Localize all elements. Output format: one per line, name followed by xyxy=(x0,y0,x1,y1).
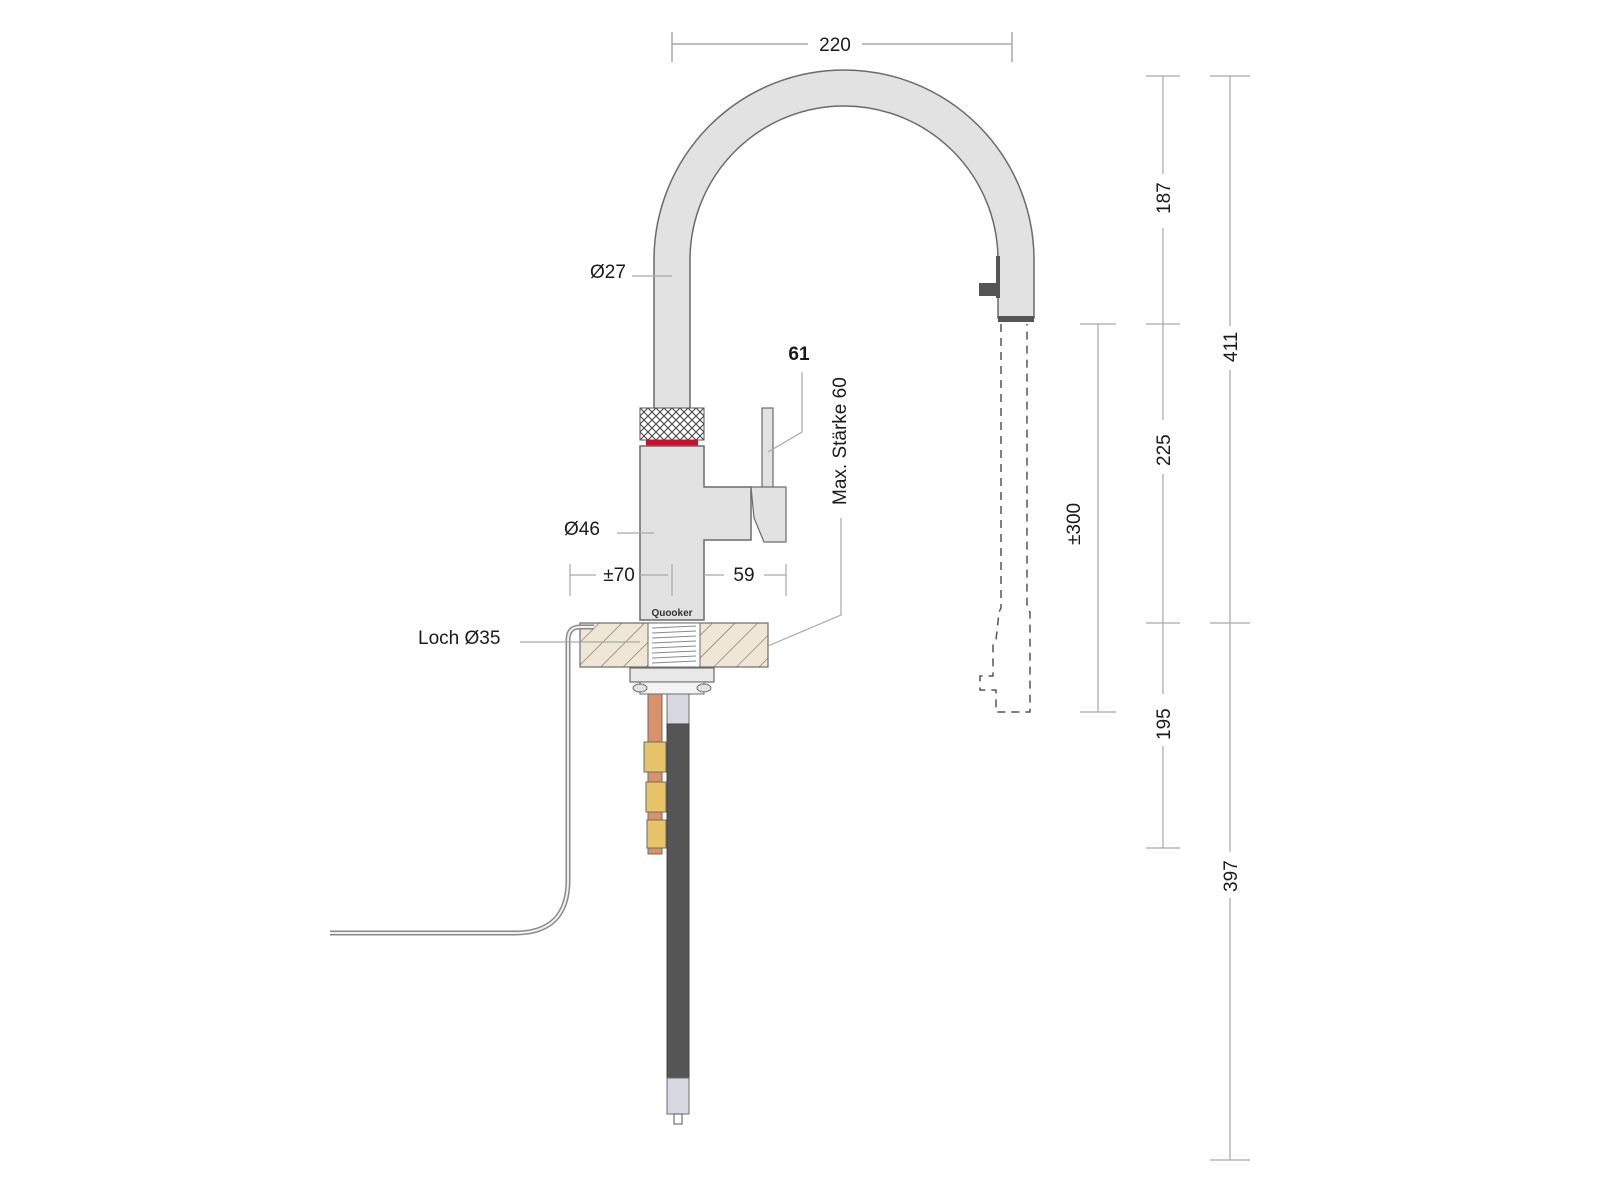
label-body-diameter: Ø46 xyxy=(564,519,654,540)
svg-text:225: 225 xyxy=(1154,434,1175,466)
svg-text:Ø46: Ø46 xyxy=(564,519,600,540)
dimension-spout-reach: 220 xyxy=(671,32,1013,62)
svg-text:Ø27: Ø27 xyxy=(590,262,626,283)
dimension-heights xyxy=(1146,75,1250,1161)
label-spout-diameter: Ø27 xyxy=(590,262,672,283)
svg-text:Loch Ø35: Loch Ø35 xyxy=(418,628,500,649)
svg-text:Max. Stärke 60: Max. Stärke 60 xyxy=(830,377,851,505)
label-max-thickness: Max. Stärke 60 xyxy=(767,377,851,647)
pullout-hose-dashed xyxy=(979,324,1031,713)
tap-body: Quooker xyxy=(639,445,752,621)
spout xyxy=(653,69,1035,413)
svg-text:195: 195 xyxy=(1154,708,1175,740)
flexible-hose xyxy=(666,693,690,1125)
knurled-ring xyxy=(639,407,705,441)
svg-text:59: 59 xyxy=(733,565,754,586)
handle xyxy=(750,407,787,543)
dimension-handle-offset: ±70 59 xyxy=(569,564,787,596)
red-indicator-ring xyxy=(646,440,698,446)
label-handle-height: 61 xyxy=(767,344,810,453)
svg-text:±300: ±300 xyxy=(1064,503,1085,545)
countertop-section xyxy=(579,622,769,668)
svg-text:220: 220 xyxy=(819,35,851,56)
svg-text:Quooker: Quooker xyxy=(651,608,692,619)
label-hole: Loch Ø35 xyxy=(418,628,640,649)
copper-pipe xyxy=(643,693,667,855)
svg-text:±70: ±70 xyxy=(603,565,635,586)
svg-text:397: 397 xyxy=(1221,860,1242,892)
svg-text:187: 187 xyxy=(1154,182,1175,214)
svg-text:411: 411 xyxy=(1221,332,1242,362)
dimension-pullout: ±300 xyxy=(1064,323,1116,713)
svg-text:61: 61 xyxy=(788,344,810,365)
supply-tube xyxy=(330,624,594,936)
mounting-nut xyxy=(629,667,715,695)
